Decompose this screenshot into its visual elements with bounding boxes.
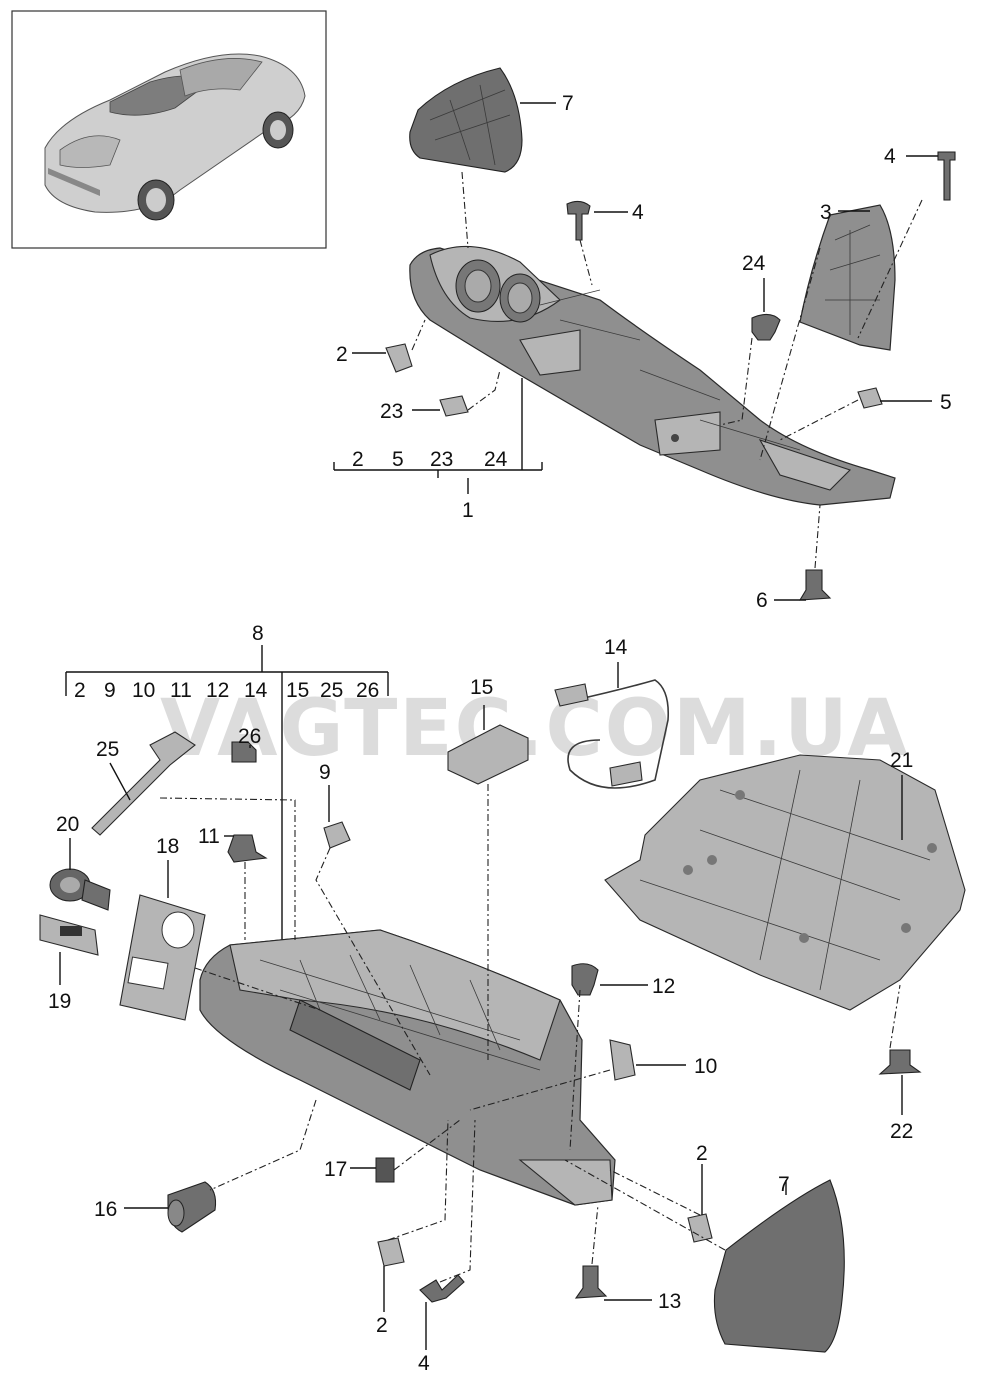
group-8-item: 2 xyxy=(74,679,86,702)
part-24-clip-nut xyxy=(751,313,781,341)
part-17-pad xyxy=(375,1157,395,1183)
callout-2: 2 xyxy=(336,343,348,366)
callout-26: 26 xyxy=(238,725,261,748)
callout-11: 11 xyxy=(198,825,220,848)
callout-19: 19 xyxy=(48,990,71,1013)
part-15-switch xyxy=(447,724,529,785)
group-8-number: 8 xyxy=(252,622,264,645)
callout-15: 15 xyxy=(470,676,493,699)
group-8-item: 12 xyxy=(206,679,229,702)
callout-25: 25 xyxy=(96,738,119,761)
part-14-wiring xyxy=(567,679,670,789)
group-1-item: 24 xyxy=(484,448,508,471)
group-8-item: 14 xyxy=(244,679,268,702)
part-13-clip xyxy=(574,1265,608,1299)
group-8-item: 25 xyxy=(320,679,343,702)
lower-assembly xyxy=(39,679,966,1353)
callout-18: 18 xyxy=(156,835,179,858)
callout-20: 20 xyxy=(56,813,79,836)
callout-23: 23 xyxy=(380,400,403,423)
callout-24: 24 xyxy=(742,252,766,275)
callout-4: 4 xyxy=(884,145,896,168)
group-8-item: 9 xyxy=(104,679,116,702)
callout-leaders xyxy=(59,102,938,1350)
part-2-clip-lower-right xyxy=(687,1213,713,1243)
part-2-clip-lower-left xyxy=(377,1237,405,1267)
callout-2: 2 xyxy=(696,1142,708,1165)
vehicle-thumbnail xyxy=(11,10,327,249)
callout-13: 13 xyxy=(658,1290,681,1313)
group-8-bracket: 8 2 9 10 11 12 14 15 25 26 xyxy=(65,622,389,940)
part-9-clip xyxy=(323,821,351,849)
part-4-screw-lower xyxy=(419,1274,465,1303)
callout-7: 7 xyxy=(562,92,574,115)
group-1-item: 2 xyxy=(352,448,364,471)
upper-assembly xyxy=(385,67,956,601)
part-2-clip-upper xyxy=(385,343,413,373)
callout-21: 21 xyxy=(890,749,913,772)
part-6-clip xyxy=(798,569,832,601)
callout-9: 9 xyxy=(319,761,331,784)
group-8-item: 11 xyxy=(170,679,192,702)
group-8-item: 26 xyxy=(356,679,379,702)
group-8-item: 10 xyxy=(132,679,155,702)
part-23-clip xyxy=(439,395,469,417)
part-4-screw-top xyxy=(566,200,591,241)
callout-12: 12 xyxy=(652,975,675,998)
callout-7: 7 xyxy=(778,1173,790,1196)
callout-6: 6 xyxy=(756,589,768,612)
callout-16: 16 xyxy=(94,1198,117,1221)
group-8-item: 15 xyxy=(286,679,309,702)
callout-22: 22 xyxy=(890,1120,913,1143)
part-5-clip xyxy=(857,387,883,409)
car-icon xyxy=(44,53,306,221)
callout-2: 2 xyxy=(376,1314,388,1337)
callout-17: 17 xyxy=(324,1158,347,1181)
group-1-number: 1 xyxy=(462,499,474,522)
part-25-rod xyxy=(91,731,196,836)
part-21-panel xyxy=(604,754,966,1011)
group-1-item: 5 xyxy=(392,448,404,471)
part-4-screw-right xyxy=(937,151,956,201)
part-3-side-panel xyxy=(799,204,896,351)
callout-14: 14 xyxy=(604,636,628,659)
part-7-cover-lower xyxy=(713,1179,845,1353)
callout-5: 5 xyxy=(940,391,952,414)
callout-10: 10 xyxy=(694,1055,717,1078)
callout-4: 4 xyxy=(418,1352,430,1375)
part-7-cover-upper xyxy=(409,67,523,173)
callout-4: 4 xyxy=(632,201,644,224)
group-1-item: 23 xyxy=(430,448,453,471)
part-12-nut xyxy=(571,963,599,996)
group-1-bracket: 2 5 23 24 1 xyxy=(333,378,543,522)
callouts: 7 4 4 3 24 2 23 5 1 6 8 15 14 25 26 9 21… xyxy=(48,92,952,1375)
part-22-clip xyxy=(878,1049,922,1075)
part-10-clip xyxy=(609,1039,636,1081)
part-11-nut xyxy=(227,834,268,863)
callout-3: 3 xyxy=(820,201,832,224)
